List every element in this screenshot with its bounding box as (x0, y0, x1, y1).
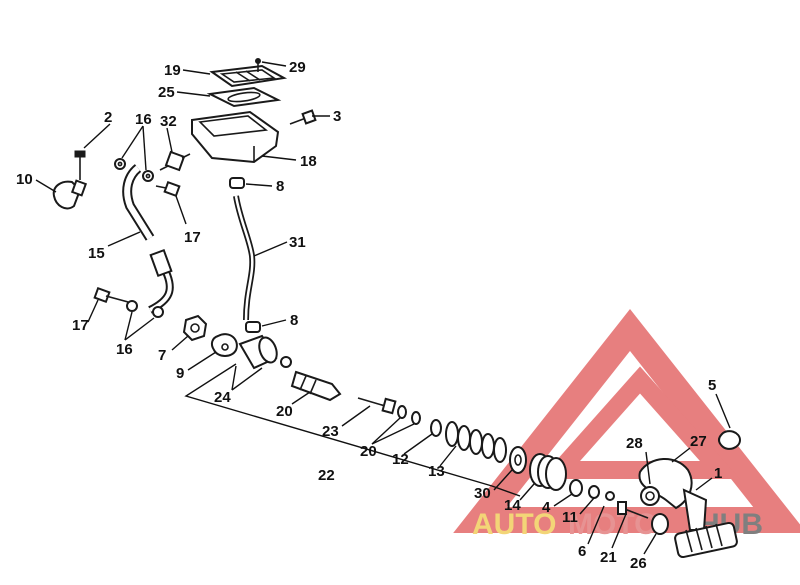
callout-30: 30 (474, 485, 491, 502)
switch-32 (159, 150, 191, 172)
screw-29 (255, 58, 261, 72)
leader-lines (35, 61, 731, 555)
washer-30 (509, 446, 527, 474)
callout-21: 21 (600, 549, 617, 566)
reservoir-body-18 (191, 110, 280, 164)
callout-17-lower: 17 (72, 317, 89, 334)
callout-labels: 19 29 25 3 18 8 31 8 2 16 32 10 17 15 17… (16, 59, 722, 572)
washers-16-lower (126, 300, 164, 318)
callout-9: 9 (176, 365, 184, 382)
callout-11: 11 (562, 509, 578, 526)
callout-8-lower: 8 (290, 312, 298, 329)
bolt-17-lower (93, 286, 129, 304)
watermark-text-auto: AUTO (472, 508, 556, 541)
nut-7 (182, 314, 208, 342)
callout-19: 19 (164, 62, 181, 79)
assembly-bracket-22 (184, 363, 521, 497)
master-cylinder-body-24 (238, 334, 292, 370)
ring-12 (430, 419, 442, 437)
watermark-text-moto: MOTO (568, 508, 657, 541)
screw-3 (289, 109, 317, 125)
callout-17-upper: 17 (184, 229, 201, 246)
callout-16-upper: 16 (135, 111, 152, 128)
lockplate-9 (210, 333, 238, 357)
bracket-10 (52, 179, 88, 210)
bolt-17-upper (155, 180, 181, 198)
grommet-8-upper (229, 177, 245, 189)
clip-5 (718, 430, 742, 450)
boot-14 (529, 453, 567, 491)
reservoir-cover (209, 64, 288, 88)
callout-4: 4 (542, 499, 551, 516)
washers-16-upper (114, 158, 154, 182)
small-parts-4-11 (569, 479, 615, 501)
callout-5: 5 (708, 377, 716, 394)
callout-8-upper: 8 (276, 178, 284, 195)
callout-10: 10 (16, 171, 33, 188)
callout-7: 7 (158, 347, 166, 364)
callout-28: 28 (626, 435, 643, 452)
callout-14: 14 (504, 497, 521, 514)
callout-29: 29 (289, 59, 306, 76)
callout-6: 6 (578, 543, 586, 560)
callout-20-lower: 20 (360, 443, 377, 460)
piston-20 (290, 370, 342, 402)
callout-24: 24 (214, 389, 231, 406)
callout-31: 31 (289, 234, 306, 251)
callout-25: 25 (158, 84, 175, 101)
spring-13 (445, 421, 507, 463)
gasket-25 (206, 86, 282, 108)
bushing-26 (651, 513, 669, 535)
callout-1: 1 (714, 465, 722, 482)
callout-3: 3 (333, 108, 341, 125)
watermark-logo: AUTO MOTO HUB (453, 309, 800, 541)
watermark-triangle (453, 309, 800, 533)
callout-18: 18 (300, 153, 317, 170)
callout-2: 2 (104, 109, 112, 126)
callout-22: 22 (318, 467, 335, 484)
screw-2 (74, 150, 86, 180)
callout-26: 26 (630, 555, 647, 572)
callout-20-upper: 20 (276, 403, 293, 420)
callout-13: 13 (428, 463, 445, 480)
grommet-8-lower (245, 321, 261, 333)
brake-pedal-28 (638, 457, 708, 531)
pushrod-23 (357, 397, 397, 415)
callout-32: 32 (160, 113, 177, 130)
pin-21 (617, 501, 649, 519)
callout-23: 23 (322, 423, 339, 440)
callout-27: 27 (690, 433, 707, 450)
watermark-inner-peak (539, 366, 741, 479)
pedal-pad (674, 521, 738, 559)
cups-20 (397, 405, 421, 425)
callout-12: 12 (392, 451, 409, 468)
callout-15: 15 (88, 245, 105, 262)
hose-31 (233, 195, 256, 321)
callout-16-lower: 16 (116, 341, 133, 358)
